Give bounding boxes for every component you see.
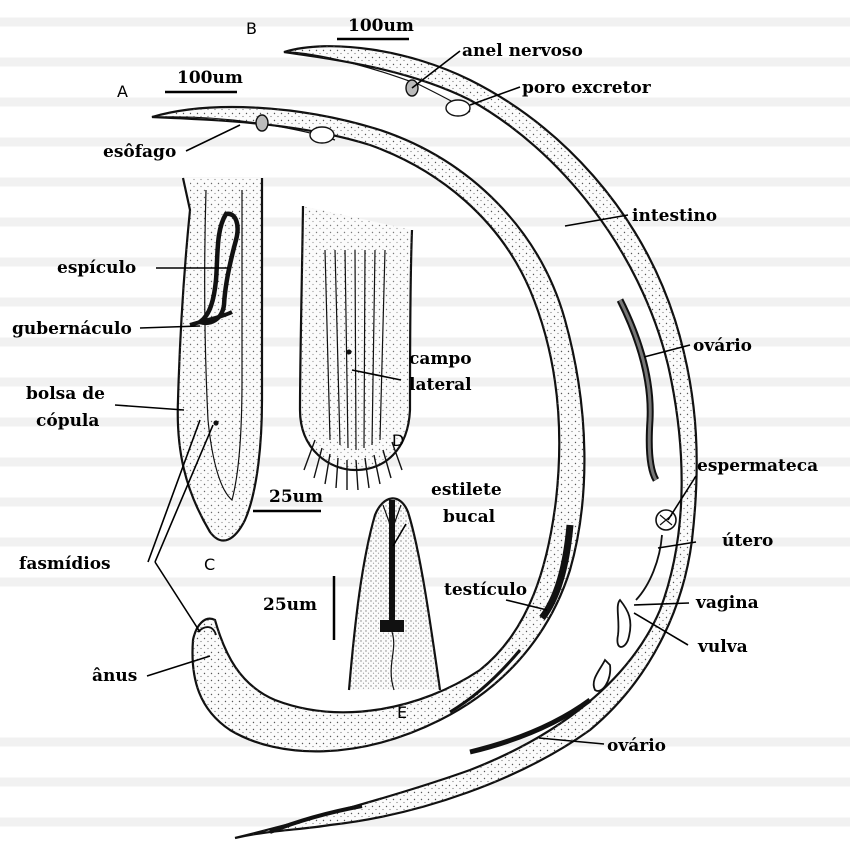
label-estilete: estilete [431,480,502,500]
scale-bar-A: 100um [165,68,243,94]
scale-bar-C: 25um [253,487,323,513]
panel-letter-C: C [204,555,215,574]
panel-letter-A: A [117,82,128,101]
lateral-pore [346,349,352,355]
label-especulo: espículo [57,258,136,278]
label-anus: ânus [92,666,137,686]
label-ovario-bottom: ovário [607,736,666,756]
label-bolsa-2: cópula [36,411,99,431]
label-poro-excretor: poro excretor [522,78,652,98]
egg-capsule [592,658,612,692]
gubernaculum [189,310,233,327]
panel-letter-E: E [397,703,407,722]
leader-lines [114,50,697,745]
panel-D-lateral-field [298,205,414,491]
male-worm-A [151,105,586,753]
panel-E-stylet [347,497,442,691]
label-gubernaculo: gubernáculo [12,319,132,339]
label-vagina: vagina [695,593,759,613]
scale-bar-A-label: 100um [177,68,243,88]
lateral-line-3 [344,249,349,449]
stylet-cone [382,504,402,532]
panel-letter-B: B [246,19,257,38]
male-nerve-ring [255,114,269,132]
scale-bar-E: 25um [263,576,336,640]
female-ovary-lower [469,697,592,755]
label-campo: campo [409,349,472,369]
lateral-line-4 [354,249,357,451]
label-utero: útero [722,531,773,551]
label-vulva: vulva [697,637,748,657]
label-espermateca: espermateca [697,456,818,476]
scale-bar-B: 100um [337,16,414,41]
lateral-line-7 [379,249,386,441]
female-bulb [445,99,471,117]
label-ovario-top: ovário [693,336,752,356]
esophageal-lumen [390,631,395,691]
uterus [635,534,663,601]
label-testiculo: testículo [444,580,527,600]
label-anel-nervoso: anel nervoso [462,41,583,61]
label-esofago: esôfago [103,142,176,162]
background-bleed-lines [0,17,850,827]
label-intestino: intestino [632,206,717,226]
label-lateral: lateral [409,375,472,395]
label-bolsa-1: bolsa de [26,384,105,404]
scale-bar-E-label: 25um [263,595,317,615]
lateral-line-2 [334,249,341,446]
label-fasmidios: fasmídios [19,554,111,574]
lateral-line-6 [371,249,376,446]
male-bulb [309,126,335,144]
female-tail-detail [269,804,363,834]
scale-bar-C-label: 25um [269,487,323,507]
testis [539,524,574,621]
tail-striations [303,439,403,491]
scale-bar-B-label: 100um [348,16,414,36]
vas-deferens [449,649,522,714]
phasmid [213,420,219,426]
lateral-line-5 [363,249,366,449]
stylet-knobs [380,620,404,632]
label-bucal: bucal [443,507,496,527]
panel-C-male-tail [176,177,264,542]
lateral-line-1 [324,249,331,441]
spicule [194,211,240,325]
vagina-tube [616,598,632,648]
panel-letter-D: D [392,431,404,450]
female-ovary-upper-inner [618,299,658,481]
